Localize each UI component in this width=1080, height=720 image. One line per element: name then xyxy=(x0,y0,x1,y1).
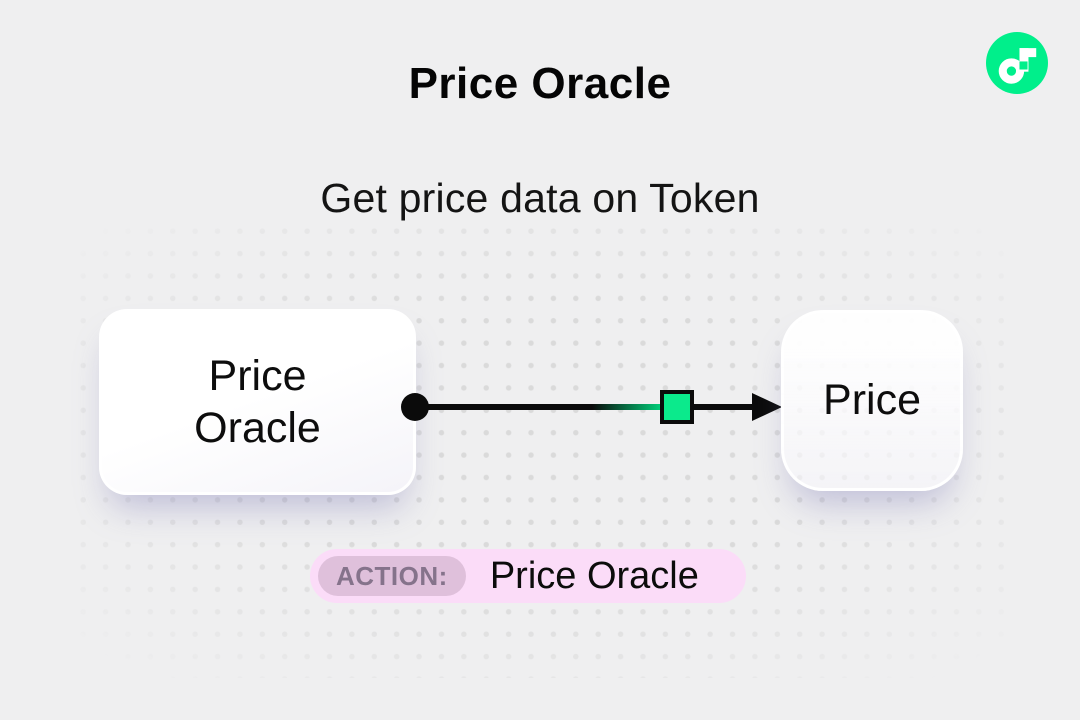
connector-green-segment xyxy=(592,404,660,410)
connector-start-dot xyxy=(401,393,429,421)
node-price-label: Price xyxy=(823,376,921,425)
node-price[interactable]: Price xyxy=(781,310,963,491)
connector-line xyxy=(415,404,755,410)
connector-marker-square[interactable] xyxy=(660,390,694,424)
node-price-oracle[interactable]: Price Oracle xyxy=(99,309,416,495)
node-price-oracle-label: Price Oracle xyxy=(194,351,321,452)
action-pill: ACTION: Price Oracle xyxy=(310,549,746,603)
flow-logo-icon xyxy=(986,32,1048,94)
action-badge: ACTION: xyxy=(318,556,466,596)
page-subtitle: Get price data on Token xyxy=(320,175,760,221)
action-name: Price Oracle xyxy=(489,554,699,597)
connector-arrowhead-icon xyxy=(752,393,782,421)
page-title: Price Oracle xyxy=(408,59,672,108)
